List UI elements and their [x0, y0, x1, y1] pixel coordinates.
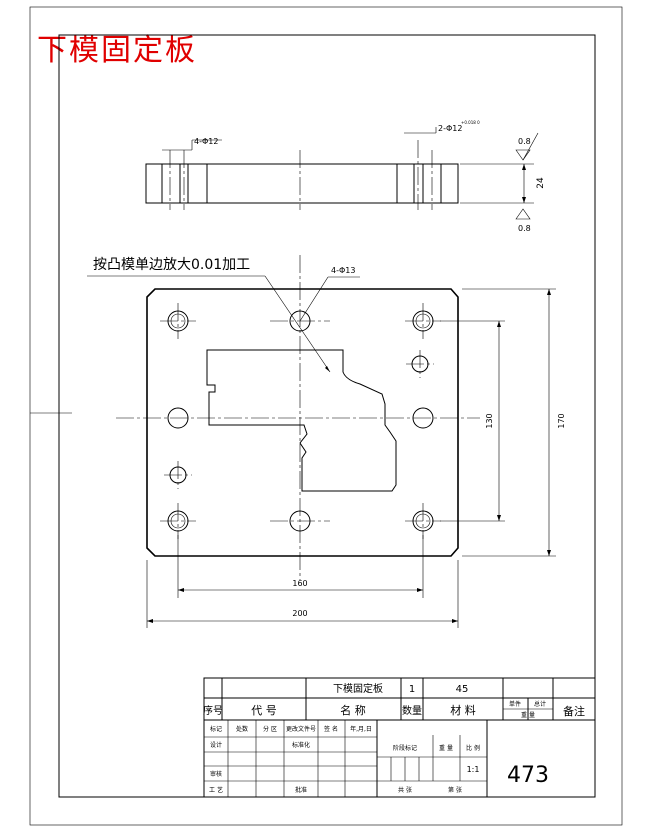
rev-zone: 分 区 [263, 725, 277, 733]
label-scale: 比 例 [466, 744, 480, 752]
drawing-number: 473 [507, 763, 549, 788]
drawing-frame [58, 34, 596, 798]
screw-hole [289, 310, 311, 332]
plate-plan-outline [146, 288, 459, 557]
rev-doc: 更改文件号 [286, 725, 316, 733]
side-pin-label: 2-Φ12 [438, 124, 462, 133]
rev-count: 处数 [236, 725, 248, 733]
header-material: 材 料 [450, 703, 476, 717]
drawing-heading: 下模固定板 [37, 33, 197, 68]
rev-mark: 标记 [210, 725, 222, 733]
label-approve: 批准 [295, 786, 307, 794]
roughness-top: 0.8 [518, 137, 531, 146]
label-sheets-total: 共 张 [398, 786, 412, 794]
label-standardize: 标准化 [292, 741, 310, 749]
corner-hole [412, 510, 434, 532]
part-name-cell: 下模固定板 [333, 682, 383, 695]
header-unit-weight: 单件 [509, 700, 521, 708]
header-code: 代 号 [251, 704, 277, 717]
roughness-bottom: 0.8 [518, 224, 531, 233]
material-cell: 45 [456, 684, 469, 695]
side-hole [167, 407, 189, 429]
screw-hole [289, 510, 311, 532]
plan-hole-label: 4-Φ13 [331, 266, 355, 275]
header-weight: 重 量 [521, 711, 535, 719]
scale-value: 1:1 [467, 765, 480, 774]
label-design: 设计 [210, 741, 222, 749]
label-process: 工 艺 [209, 786, 223, 794]
label-review: 审核 [210, 770, 222, 778]
header-total-weight: 总计 [534, 700, 546, 708]
dim-width-outer: 200 [292, 609, 307, 618]
sheet-border [29, 6, 623, 826]
plate-side-outline [145, 163, 459, 204]
header-qty: 数量 [402, 704, 422, 717]
dim-height-inner: 130 [485, 413, 494, 428]
pin-hole [169, 466, 187, 484]
dim-width-inner: 160 [292, 579, 307, 588]
thickness-dim: 24 [536, 177, 546, 189]
corner-hole [412, 310, 434, 332]
corner-hole [167, 510, 189, 532]
machining-note: 按凸模单边放大0.01加工 [93, 257, 250, 273]
rev-date: 年,月,日 [350, 725, 372, 733]
title-block: 下模固定板 1 45 序号 代 号 名 称 数量 材 料 单件 总计 重 量 备… [203, 677, 596, 798]
plan-view: 按凸模单边放大0.01加工 4-Φ13 160 200 130 170 [87, 255, 566, 628]
header-name: 名 称 [340, 703, 366, 717]
header-remark: 备注 [563, 704, 585, 718]
label-stage: 阶段标记 [393, 744, 417, 752]
punch-cavity [206, 349, 397, 492]
side-pin-tolerance: +0.018 0 [461, 120, 480, 125]
pin-hole [411, 355, 429, 373]
side-hole-label: 4-Φ12 [194, 137, 218, 146]
quantity-cell: 1 [409, 684, 415, 695]
header-seq: 序号 [203, 704, 223, 717]
side-view: 4-Φ12 2-Φ12 +0.018 0 24 0.8 0.8 [145, 120, 546, 233]
dim-height-outer: 170 [557, 413, 566, 428]
label-weight: 重 量 [439, 744, 453, 752]
rev-sign: 签 名 [324, 725, 338, 733]
label-sheet-no: 第 张 [448, 786, 462, 794]
corner-hole [167, 310, 189, 332]
side-hole [412, 407, 434, 429]
